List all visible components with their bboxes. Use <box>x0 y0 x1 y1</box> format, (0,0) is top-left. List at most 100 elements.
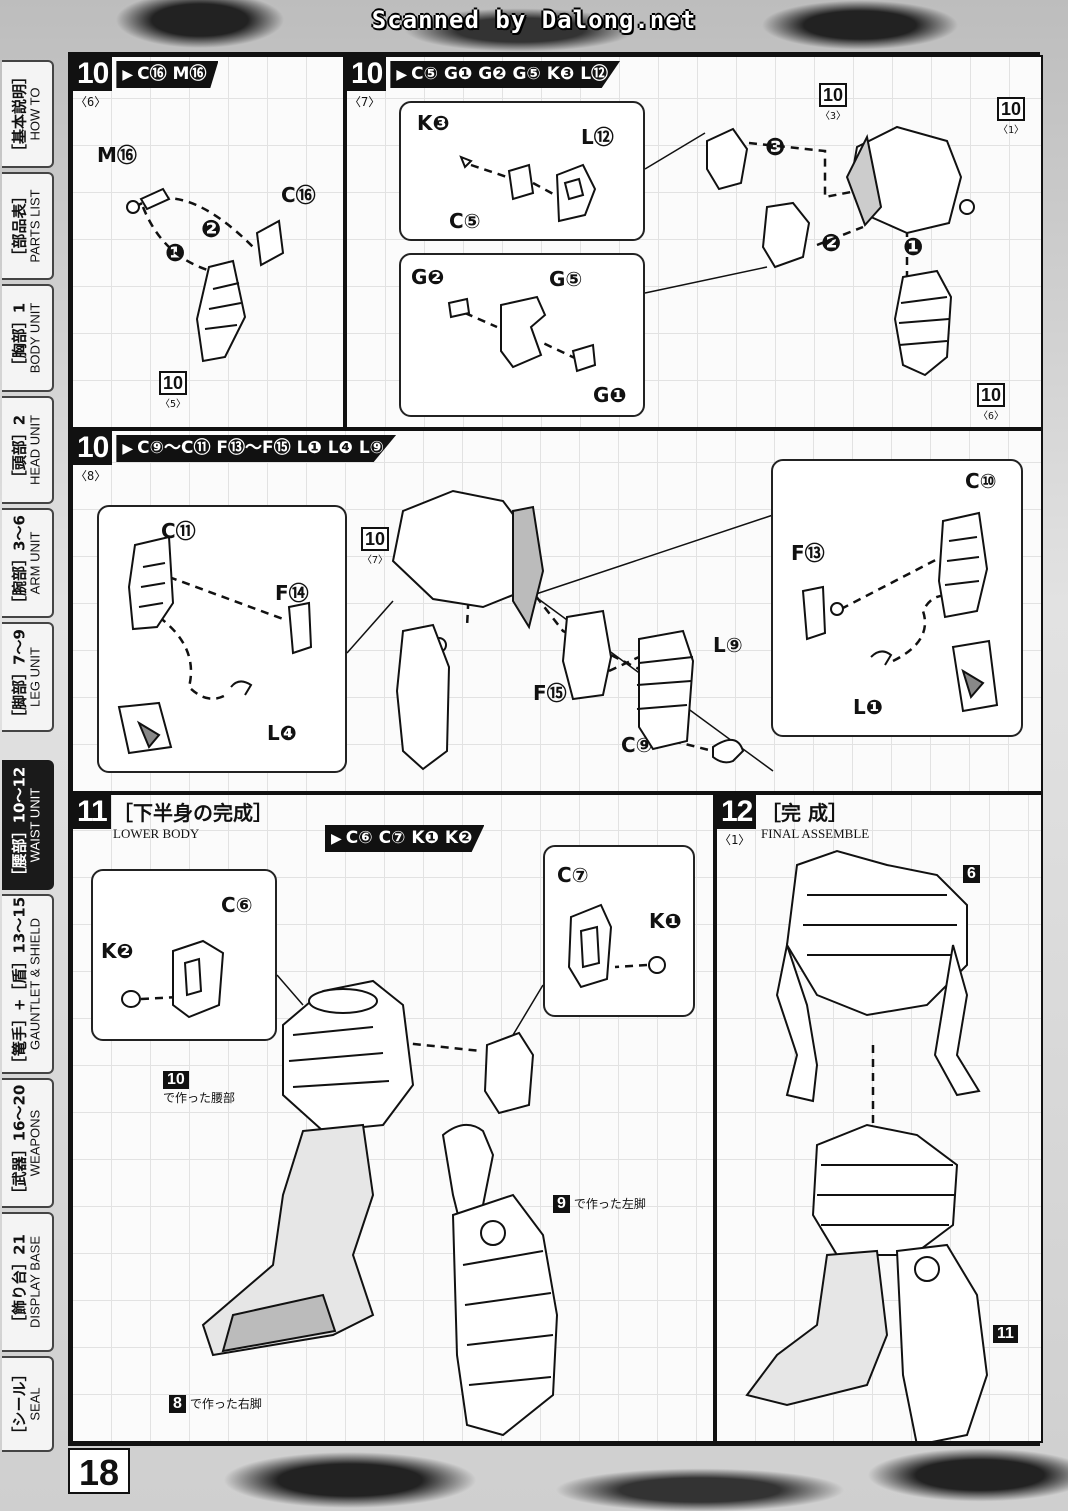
marker-number: 11 <box>993 1325 1018 1343</box>
tab-seal-en: SEAL <box>27 1387 43 1421</box>
step-number: 12 <box>717 795 757 829</box>
ref-sub: 〈6〉 <box>978 411 1005 422</box>
step-11-parts: ▶C⑥ C⑦ K❶ K❷ <box>321 821 485 852</box>
note-text: で作った右脚 <box>189 1397 262 1411</box>
note-number: 8 <box>169 1395 186 1413</box>
part-label-k2: K❷ <box>101 939 134 963</box>
tab-display-base-jp: ［飾り台］21 <box>10 1234 29 1330</box>
note-text: で作った左脚 <box>573 1197 646 1211</box>
inset-g5-assembly: G❷ G⑤ G❶ <box>399 253 645 417</box>
tab-gauntlet-shield-en: GAUNTLET & SHIELD <box>27 918 43 1050</box>
tab-how-to[interactable]: ［基本説明］HOW TO <box>2 60 54 168</box>
part-label-c7: C⑦ <box>557 863 589 887</box>
c6-parts-drawing <box>121 939 225 1019</box>
ref-sub: 〈3〉 <box>820 111 847 122</box>
tab-parts-list-jp: ［部品表］ <box>10 188 29 264</box>
title-en: FINAL ASSEMBLE <box>761 826 870 841</box>
c5-parts-drawing <box>459 155 597 223</box>
tab-head-unit-en: HEAD UNIT <box>27 414 43 486</box>
step-sub-number: 〈1〉 <box>719 833 751 847</box>
tab-seal[interactable]: ［シール］SEAL <box>2 1356 54 1452</box>
step-sub-number: 〈8〉 <box>75 469 107 483</box>
note-text: で作った腰部 <box>163 1091 236 1105</box>
tab-how-to-en: HOW TO <box>27 87 43 141</box>
step-10-7-header: 10 ▶C⑤ G❶ G❷ G⑤ K❸ L⑫ <box>347 57 621 91</box>
instruction-frame: 10 ▶C⑯ M⑯ 〈6〉 M⑯ C⑯ ❷ ❶ 10〈5〉 10 ▶C⑤ G❶ … <box>68 52 1043 1446</box>
tab-how-to-jp: ［基本説明］ <box>10 68 29 160</box>
part-label-c5: C⑤ <box>449 209 481 233</box>
part-label-f13: F⑬ <box>791 541 825 565</box>
part-label-c10: C⑩ <box>965 469 997 493</box>
ref-number: 10 <box>977 383 1006 407</box>
step-11-panel: 11 ［下半身の完成］ LOWER BODY ▶C⑥ C⑦ K❶ K❷ C⑥ K… <box>71 793 715 1443</box>
tab-parts-list-en: PARTS LIST <box>27 189 43 263</box>
part-label-l1: L❶ <box>853 695 883 719</box>
part-label-g1: G❶ <box>593 383 627 407</box>
made-note-waist: 10 で作った腰部 <box>163 1071 235 1106</box>
waist-core-drawing <box>644 125 975 377</box>
tab-head-unit-jp: ［頭部］2 <box>10 414 29 486</box>
step-number: 10 <box>73 57 113 91</box>
tab-weapons-jp: ［武器］16〜20 <box>10 1084 29 1202</box>
inset-c7-assembly: C⑦ K❶ <box>543 845 695 1017</box>
ref-sub: 〈5〉 <box>160 399 187 410</box>
ref-number: 10 <box>361 527 390 551</box>
tab-body-unit-jp: ［胸部］1 <box>10 302 29 374</box>
ref-sub: 〈7〉 <box>362 555 389 566</box>
step-number: 11 <box>73 795 111 829</box>
ref-sub: 〈1〉 <box>998 125 1025 136</box>
step-10-7-panel: 10 ▶C⑤ G❶ G❷ G⑤ K❸ L⑫ 〈7〉 K❸ L⑫ C⑤ G❷ G⑤… <box>345 55 1043 429</box>
inset-c11-assembly: C⑪ F⑭ L❹ <box>97 505 347 773</box>
step-12-title: ［完 成］ FINAL ASSEMBLE <box>761 797 869 842</box>
tab-display-base-en: DISPLAY BASE <box>27 1236 43 1329</box>
tab-parts-list[interactable]: ［部品表］PARTS LIST <box>2 172 54 280</box>
part-label-g5: G⑤ <box>549 267 583 291</box>
tab-waist-unit-jp: ［腰部］10〜12 <box>10 766 29 884</box>
part-label-c6: C⑥ <box>221 893 253 917</box>
order-marker-2: ❷ <box>821 229 842 257</box>
note-number: 10 <box>163 1071 189 1089</box>
tab-waist-unit-en: WAIST UNIT <box>27 787 43 863</box>
step-10-8-header: 10 ▶C⑨〜C⑪ F⑬〜F⑮ L❶ L❹ L⑨ <box>73 431 397 465</box>
step-10-6-panel: 10 ▶C⑯ M⑯ 〈6〉 M⑯ C⑯ ❷ ❶ 10〈5〉 <box>71 55 345 429</box>
final-assembly-drawing <box>745 849 989 1441</box>
step-11-header: 11 <box>73 795 111 829</box>
ref-step-10-5: 10〈5〉 <box>159 371 188 410</box>
scan-credit: Scanned by Dalong.net <box>371 6 697 34</box>
part-label-g2: G❷ <box>411 265 445 289</box>
parts-list-bar: ▶C⑯ M⑯ <box>116 61 219 88</box>
part-label-k3: K❸ <box>417 111 450 135</box>
part-label-f15: F⑮ <box>533 681 567 705</box>
lower-body-drawing <box>201 974 559 1437</box>
c11-parts-drawing <box>117 535 313 755</box>
part-label-l12: L⑫ <box>581 125 614 149</box>
title-jp: ［下半身の完成］ <box>113 801 273 825</box>
ref-number: 10 <box>819 83 848 107</box>
step-12-header: 12 <box>717 795 757 829</box>
tab-weapons-en: WEAPONS <box>27 1109 43 1177</box>
step-11-title: ［下半身の完成］ LOWER BODY <box>113 797 273 842</box>
step-number: 10 <box>73 431 113 465</box>
part-label-k1: K❶ <box>649 909 682 933</box>
part-label-m16: M⑯ <box>97 143 137 167</box>
order-marker-1: ❶ <box>903 233 924 261</box>
step-10-6-header: 10 ▶C⑯ M⑯ <box>73 57 219 91</box>
inset-c10-assembly: C⑩ F⑬ L❶ <box>771 459 1023 737</box>
g5-parts-drawing <box>447 295 597 373</box>
order-marker-2: ❷ <box>201 215 222 243</box>
waist-side-armor-drawing <box>346 489 774 772</box>
inset-c6-assembly: C⑥ K❷ <box>91 869 277 1041</box>
marker-upper-body: 6 <box>963 865 984 883</box>
note-number: 9 <box>553 1195 570 1213</box>
marker-lower-body: 11 <box>993 1325 1022 1343</box>
c7-parts-drawing <box>567 903 666 989</box>
